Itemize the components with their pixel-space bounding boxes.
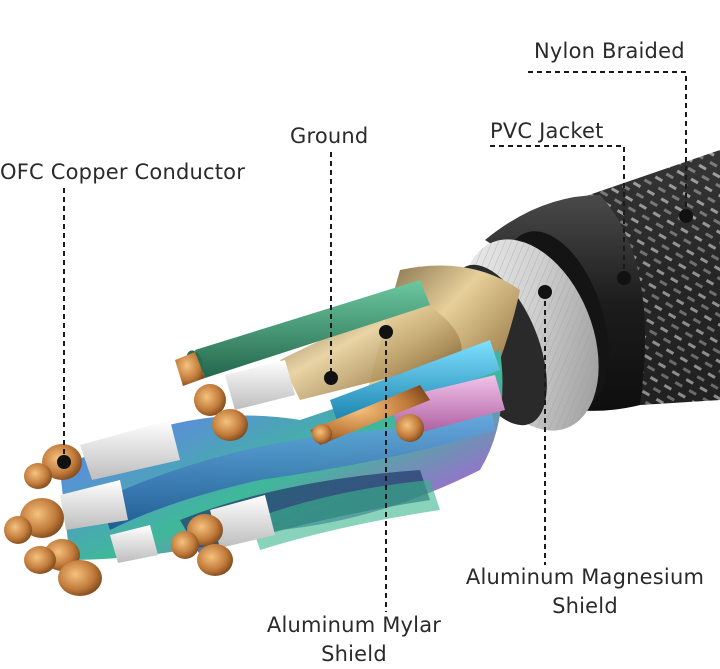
label-aluminum-magnesium-line1: Aluminum Magnesium	[465, 565, 705, 589]
wire-green	[175, 280, 430, 386]
label-aluminum-mylar-line2: Shield	[321, 642, 387, 666]
dot-aluminum-magnesium	[538, 285, 552, 299]
leader-pvc-jacket	[490, 145, 625, 276]
label-nylon-braided: Nylon Braided	[534, 39, 685, 63]
label-aluminum-mylar-shield: Aluminum Mylar Shield	[254, 611, 454, 669]
leader-lines	[63, 71, 687, 612]
dot-pvc-jacket	[617, 271, 631, 285]
dot-ofc-copper	[57, 455, 71, 469]
white-insulation	[60, 360, 295, 563]
label-aluminum-mylar-line1: Aluminum Mylar	[266, 613, 442, 637]
label-ground: Ground	[290, 124, 369, 148]
dot-aluminum-mylar	[379, 325, 393, 339]
label-aluminum-magnesium-shield: Aluminum Magnesium Shield	[455, 563, 715, 621]
label-pvc-jacket: PVC Jacket	[490, 119, 604, 143]
dot-nylon-braided	[679, 209, 693, 223]
dot-ground	[324, 371, 338, 385]
leader-nylon-braided	[528, 71, 687, 214]
copper-conductors	[4, 384, 430, 596]
leader-dots	[57, 209, 693, 469]
label-ofc-copper-conductor: OFC Copper Conductor	[0, 160, 246, 184]
label-aluminum-magnesium-line2: Shield	[552, 594, 618, 618]
